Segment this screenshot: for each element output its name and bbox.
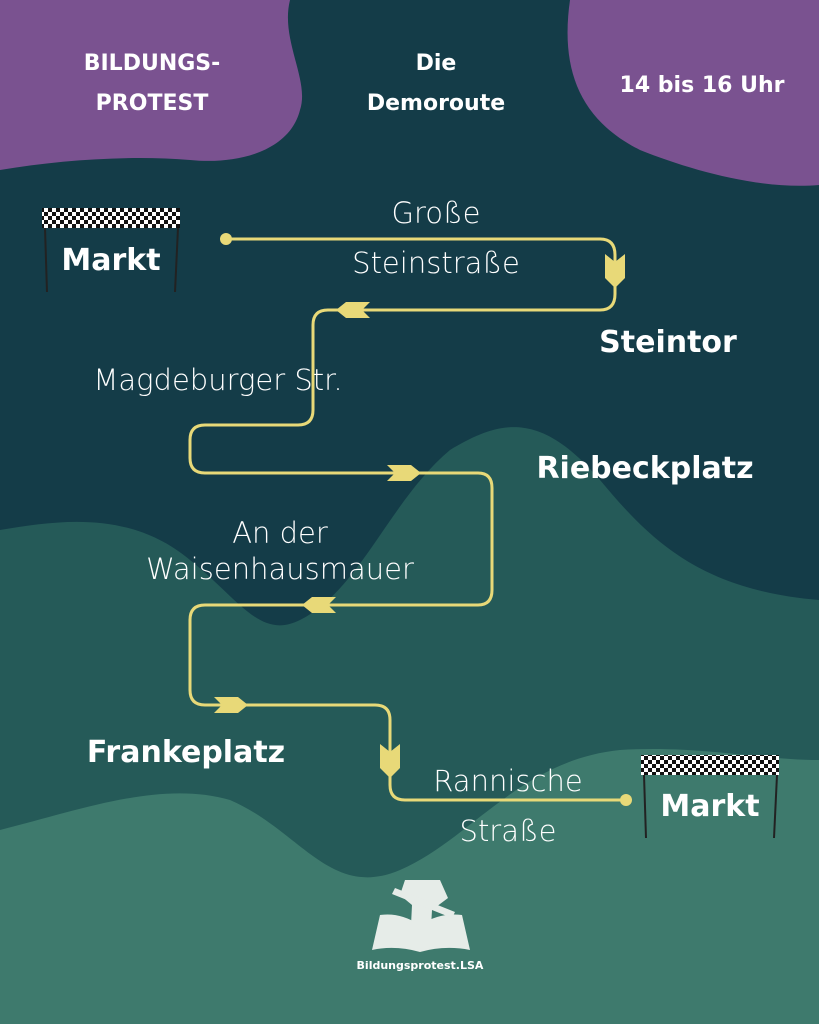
arrow-right-icon	[214, 697, 248, 713]
street-label: Rannische	[433, 764, 582, 798]
header-time: 14 bis 16 Uhr	[620, 73, 785, 98]
header-title-line2: PROTEST	[96, 91, 209, 116]
street-label: Magdeburger Str.	[93, 363, 342, 397]
route-line	[188, 237, 626, 802]
arrow-left-icon	[302, 597, 336, 613]
arrow-left-icon	[336, 302, 370, 318]
logo-text: Bildungsprotest.LSA	[357, 959, 484, 972]
purple-blob-right	[567, 0, 819, 186]
logo-fist-book-icon	[372, 880, 470, 952]
purple-blob-left	[0, 0, 303, 170]
header-title-line1: BILDUNGS-	[84, 51, 221, 76]
arrow-down-icon	[380, 744, 400, 778]
stop-label: Steintor	[599, 325, 737, 360]
street-label: Steinstraße	[352, 246, 520, 280]
route-start-dot	[220, 233, 232, 245]
header-subtitle-line1: Die	[416, 51, 457, 76]
arrow-right-icon	[387, 465, 421, 481]
street-label: An der	[232, 516, 328, 550]
street-label: Große	[392, 196, 481, 230]
street-label: Straße	[460, 814, 557, 848]
end-label: Markt	[660, 789, 759, 824]
stop-label: Riebeckplatz	[536, 451, 753, 486]
arrow-down-icon	[605, 254, 625, 288]
street-label: Waisenhausmauer	[146, 552, 414, 586]
start-label: Markt	[61, 243, 160, 278]
finish-flag-icon	[42, 208, 180, 293]
route-end-dot	[620, 794, 632, 806]
header-subtitle-line2: Demoroute	[367, 91, 505, 116]
finish-flag-icon	[641, 755, 779, 839]
stop-label: Frankeplatz	[87, 735, 285, 770]
